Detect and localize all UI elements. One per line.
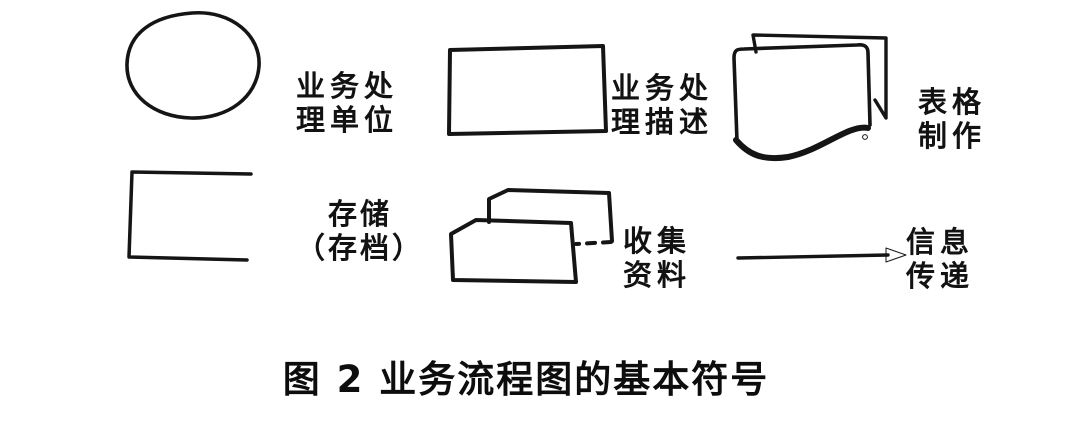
label-line: 收集: [622, 224, 691, 258]
open-rectangle-symbol: [127, 170, 253, 262]
label-information-transfer: 信息 传递: [903, 225, 977, 293]
document-ink-dot: [862, 134, 868, 140]
figure-caption: 图 2 业务流程图的基本符号: [282, 358, 770, 401]
label-line: 传递: [905, 259, 974, 293]
card-back: [487, 188, 614, 243]
label-storage-archive: 存储 （存档）: [296, 197, 424, 265]
label-line: 业务处: [296, 69, 399, 103]
label-line: 信息: [905, 225, 974, 259]
label-form-making: 表格 制作: [912, 85, 992, 153]
label-business-processing-description: 业务处 理描述: [611, 71, 713, 139]
document-back-sheet: [751, 33, 888, 120]
card-back-dashed-bottom: [574, 240, 613, 246]
label-line: 制作: [917, 119, 986, 153]
rectangle-symbol: [447, 44, 608, 136]
label-line: 理单位: [296, 103, 399, 137]
label-collect-data: 收集 资料: [620, 224, 694, 292]
label-line: 表格: [917, 85, 986, 119]
document-front-sheet: [732, 43, 872, 143]
arrow-head: [885, 247, 907, 263]
label-line: 资料: [622, 258, 691, 292]
label-line: 理描述: [611, 105, 714, 139]
card-front: [449, 218, 578, 284]
ellipse-symbol: [125, 11, 261, 120]
document-wavy-bottom: [733, 124, 871, 161]
label-line: 存储: [327, 197, 392, 231]
label-line: （存档）: [296, 231, 425, 265]
label-business-processing-unit: 业务处 理单位: [296, 69, 398, 137]
arrow-line: [736, 253, 890, 260]
label-line: 业务处: [611, 71, 714, 105]
